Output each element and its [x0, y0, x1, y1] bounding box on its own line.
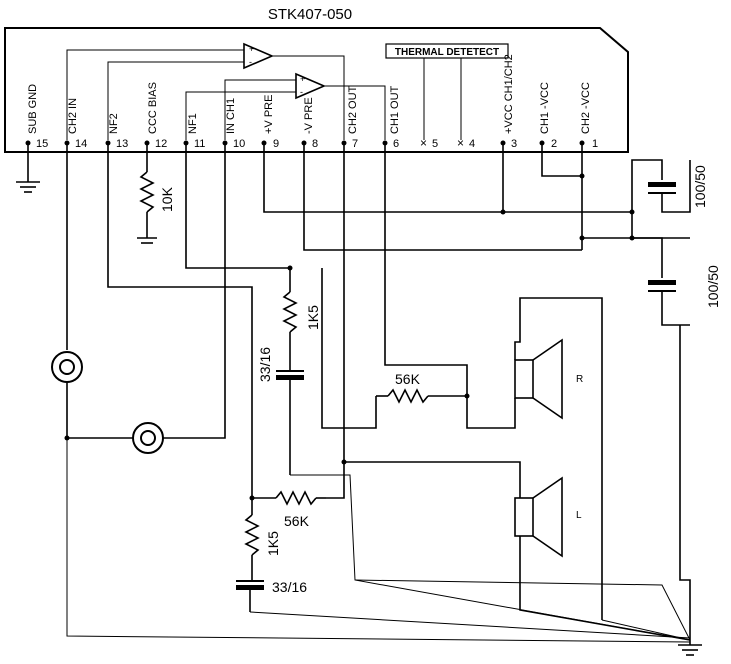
svg-text:-: -	[300, 87, 303, 97]
pin-3-num: 3	[511, 138, 517, 150]
nf1-capacitor-33-16	[276, 370, 304, 475]
pin-4-num: 4	[469, 138, 475, 150]
ch2-feedback-resistor-label: 56K	[284, 513, 310, 529]
pin-7-label: CH2 OUT	[347, 85, 359, 134]
pin-2-label: CH1 -VCC	[539, 82, 551, 134]
pin-11-num: 11	[194, 138, 205, 150]
pin-13-num: 13	[116, 138, 128, 150]
pin-7-num: 7	[352, 138, 358, 150]
ic-title: STK407-050	[268, 6, 352, 23]
thermal-label: THERMAL DETETECT	[395, 47, 499, 58]
pin-11-label: NF1	[187, 113, 199, 134]
ic-body	[4, 27, 629, 153]
ch1-input-jack	[132, 422, 164, 454]
nf2-resistor-1k5	[244, 498, 260, 580]
supply-capacitor-bottom	[648, 280, 676, 292]
nf2-resistor-label: 1K5	[265, 531, 281, 556]
pin-10-label: IN CH1	[225, 98, 237, 134]
thermal-label-box	[385, 43, 509, 59]
nf1-capacitor-label: 33/16	[257, 347, 273, 382]
pin-8-num: 8	[312, 138, 318, 150]
supply-capacitor-top	[648, 182, 676, 194]
pin-5-num: 5	[432, 138, 438, 150]
pin-1-num: 1	[592, 138, 598, 150]
pin-12-num: 12	[155, 138, 167, 150]
ch1-feedback-resistor-label: 56K	[395, 371, 421, 387]
pin-numbers: 15 14 13 12 11 10 9 8 7 6 5 4 3 2 1	[36, 138, 598, 150]
pin-9-label: +V PRE	[263, 95, 275, 134]
bias-resistor-10k	[137, 143, 157, 244]
pin-15-label: SUB GND	[27, 84, 39, 134]
supply-capacitor-bottom-label: 100/50	[705, 265, 721, 308]
speaker-left-label: L	[576, 510, 582, 521]
svg-text:-: -	[249, 57, 252, 67]
pin-8-label: -V PRE	[303, 97, 315, 134]
pin-9-num: 9	[273, 138, 279, 150]
sub-ground-symbol	[16, 143, 40, 193]
pin-15-num: 15	[36, 138, 48, 150]
nf1-resistor-label: 1K5	[305, 305, 321, 330]
svg-text:+: +	[249, 44, 254, 54]
pin-labels: SUB GND CH2 IN NF2 CCC BIAS NF1 IN CH1 +…	[27, 54, 592, 134]
pin-14-label: CH2 IN	[67, 98, 79, 134]
speaker-left	[514, 476, 563, 558]
svg-text:+: +	[300, 74, 305, 84]
nf1-resistor-1k5	[282, 268, 298, 370]
pin-6-num: 6	[393, 138, 399, 150]
speaker-right-label: R	[576, 374, 583, 385]
main-ground-symbol	[678, 644, 702, 656]
svg-text:×: ×	[420, 136, 427, 150]
ch2-input-jack	[51, 351, 83, 383]
pin-10-num: 10	[233, 138, 245, 150]
pin-10-label-text: IN CH1	[225, 98, 237, 134]
pin-3-label: +VCC CH1/CH2	[503, 54, 515, 134]
speaker-right	[514, 338, 563, 420]
pin-dots: × ×	[25, 136, 585, 150]
ch2-feedback-resistor-56k	[252, 490, 326, 506]
pin-1-label: CH2 -VCC	[580, 82, 592, 134]
pin-2-num: 2	[551, 138, 557, 150]
pin-13-label: NF2	[108, 113, 120, 134]
nf2-capacitor-label: 33/16	[272, 579, 307, 595]
pin-14-num: 14	[75, 138, 87, 150]
opamp-ch2-symbol: + -	[295, 72, 327, 100]
pin-6-label: CH1 OUT	[389, 85, 401, 134]
svg-text:×: ×	[457, 136, 464, 150]
opamp-ch1-symbol: + -	[243, 42, 275, 70]
supply-capacitor-top-label: 100/50	[692, 165, 708, 208]
ch1-feedback-resistor-56k	[376, 388, 467, 404]
pin-12-label: CCC BIAS	[147, 82, 159, 134]
nf2-capacitor-33-16	[236, 580, 264, 612]
bias-resistor-label: 10K	[159, 186, 175, 212]
